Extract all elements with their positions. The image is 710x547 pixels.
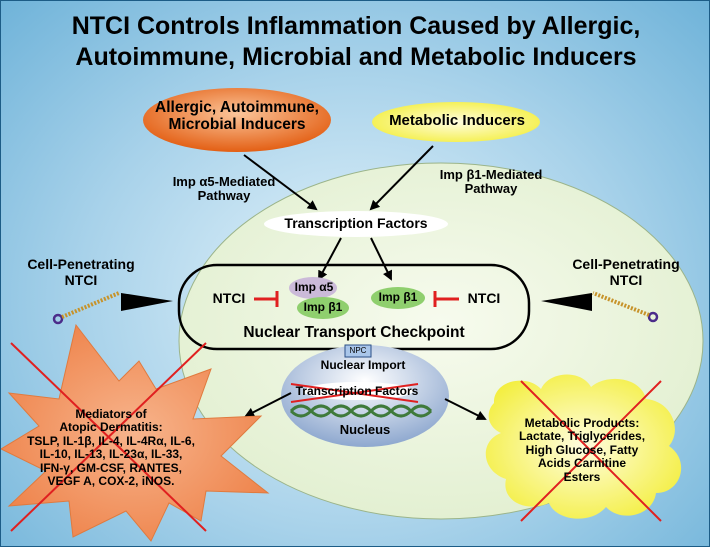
arrow-tf-to-impa5 [318, 237, 342, 281]
dna-strand-b [289, 404, 433, 418]
cell-penetrating-left-label: Cell-Penetrating NTCI [27, 256, 135, 288]
right-entry-arrowhead [541, 293, 592, 311]
imp-b1-right-oval [371, 287, 425, 309]
nucleus-tf-cross-2 [290, 383, 419, 403]
allergic-inducers-label: Allergic, Autoimmune, Microbial Inducers [155, 99, 319, 134]
arrow-metabolic-to-tf [369, 145, 434, 211]
nucleus-tf-label: Transcription Factors [295, 384, 419, 398]
metabolic-inducers-oval [372, 102, 540, 142]
arrow-allergic-to-tf [243, 154, 318, 211]
title-line-1: NTCI Controls Inflammation Caused by All… [71, 12, 641, 40]
metabolic-products-text: Metabolic Products: Lactate, Triglycerid… [518, 416, 646, 484]
imp-b1-left-label: Imp β1 [303, 300, 343, 314]
metabolic-cross-2 [520, 380, 662, 522]
transcription-factors-label: Transcription Factors [284, 215, 428, 231]
nuclear-import-label: Nuclear Import [320, 358, 406, 372]
diagram-title: NTCI Controls Inflammation Caused by All… [11, 11, 701, 74]
cell-penetrating-right-label: Cell-Penetrating NTCI [572, 256, 680, 288]
npc-box [344, 344, 372, 358]
left-peptide-chain [52, 291, 120, 325]
npc-label: NPC [349, 346, 367, 355]
allergic-inducers-oval [143, 88, 331, 152]
metabolic-inducers-label: Metabolic Inducers [389, 112, 525, 129]
arrow-nucleus-to-metabolic [444, 398, 487, 420]
mediators-burst [1, 323, 270, 542]
imp-a5-oval [289, 277, 337, 299]
mediators-cross-2 [10, 342, 207, 532]
mediators-text: Mediators of Atopic Dermatitis: TSLP, IL… [27, 407, 195, 489]
right-peptide-chain [592, 291, 659, 323]
title-line-2: Autoimmune, Microbial and Metabolic Indu… [75, 43, 637, 72]
imp-a5-label: Imp α5 [294, 280, 334, 294]
ntci-right-label: NTCI [467, 290, 501, 306]
left-entry-arrowhead [121, 293, 173, 311]
imp-b1-right-label: Imp β1 [378, 290, 418, 304]
nucleus-label: Nucleus [339, 422, 391, 437]
imp-b1-pathway-label: Imp β1-Mediated Pathway [439, 167, 543, 197]
imp-a5-pathway-label: Imp α5-Mediated Pathway [172, 174, 276, 204]
tf-oval [264, 211, 448, 237]
ntci-left-label: NTCI [212, 290, 246, 306]
dna-strand-a [289, 404, 433, 418]
arrow-tf-to-impb1 [370, 237, 392, 281]
arrow-nucleus-to-mediators [244, 392, 292, 417]
checkpoint-label: Nuclear Transport Checkpoint [243, 324, 465, 341]
imp-b1-left-oval [297, 297, 349, 319]
